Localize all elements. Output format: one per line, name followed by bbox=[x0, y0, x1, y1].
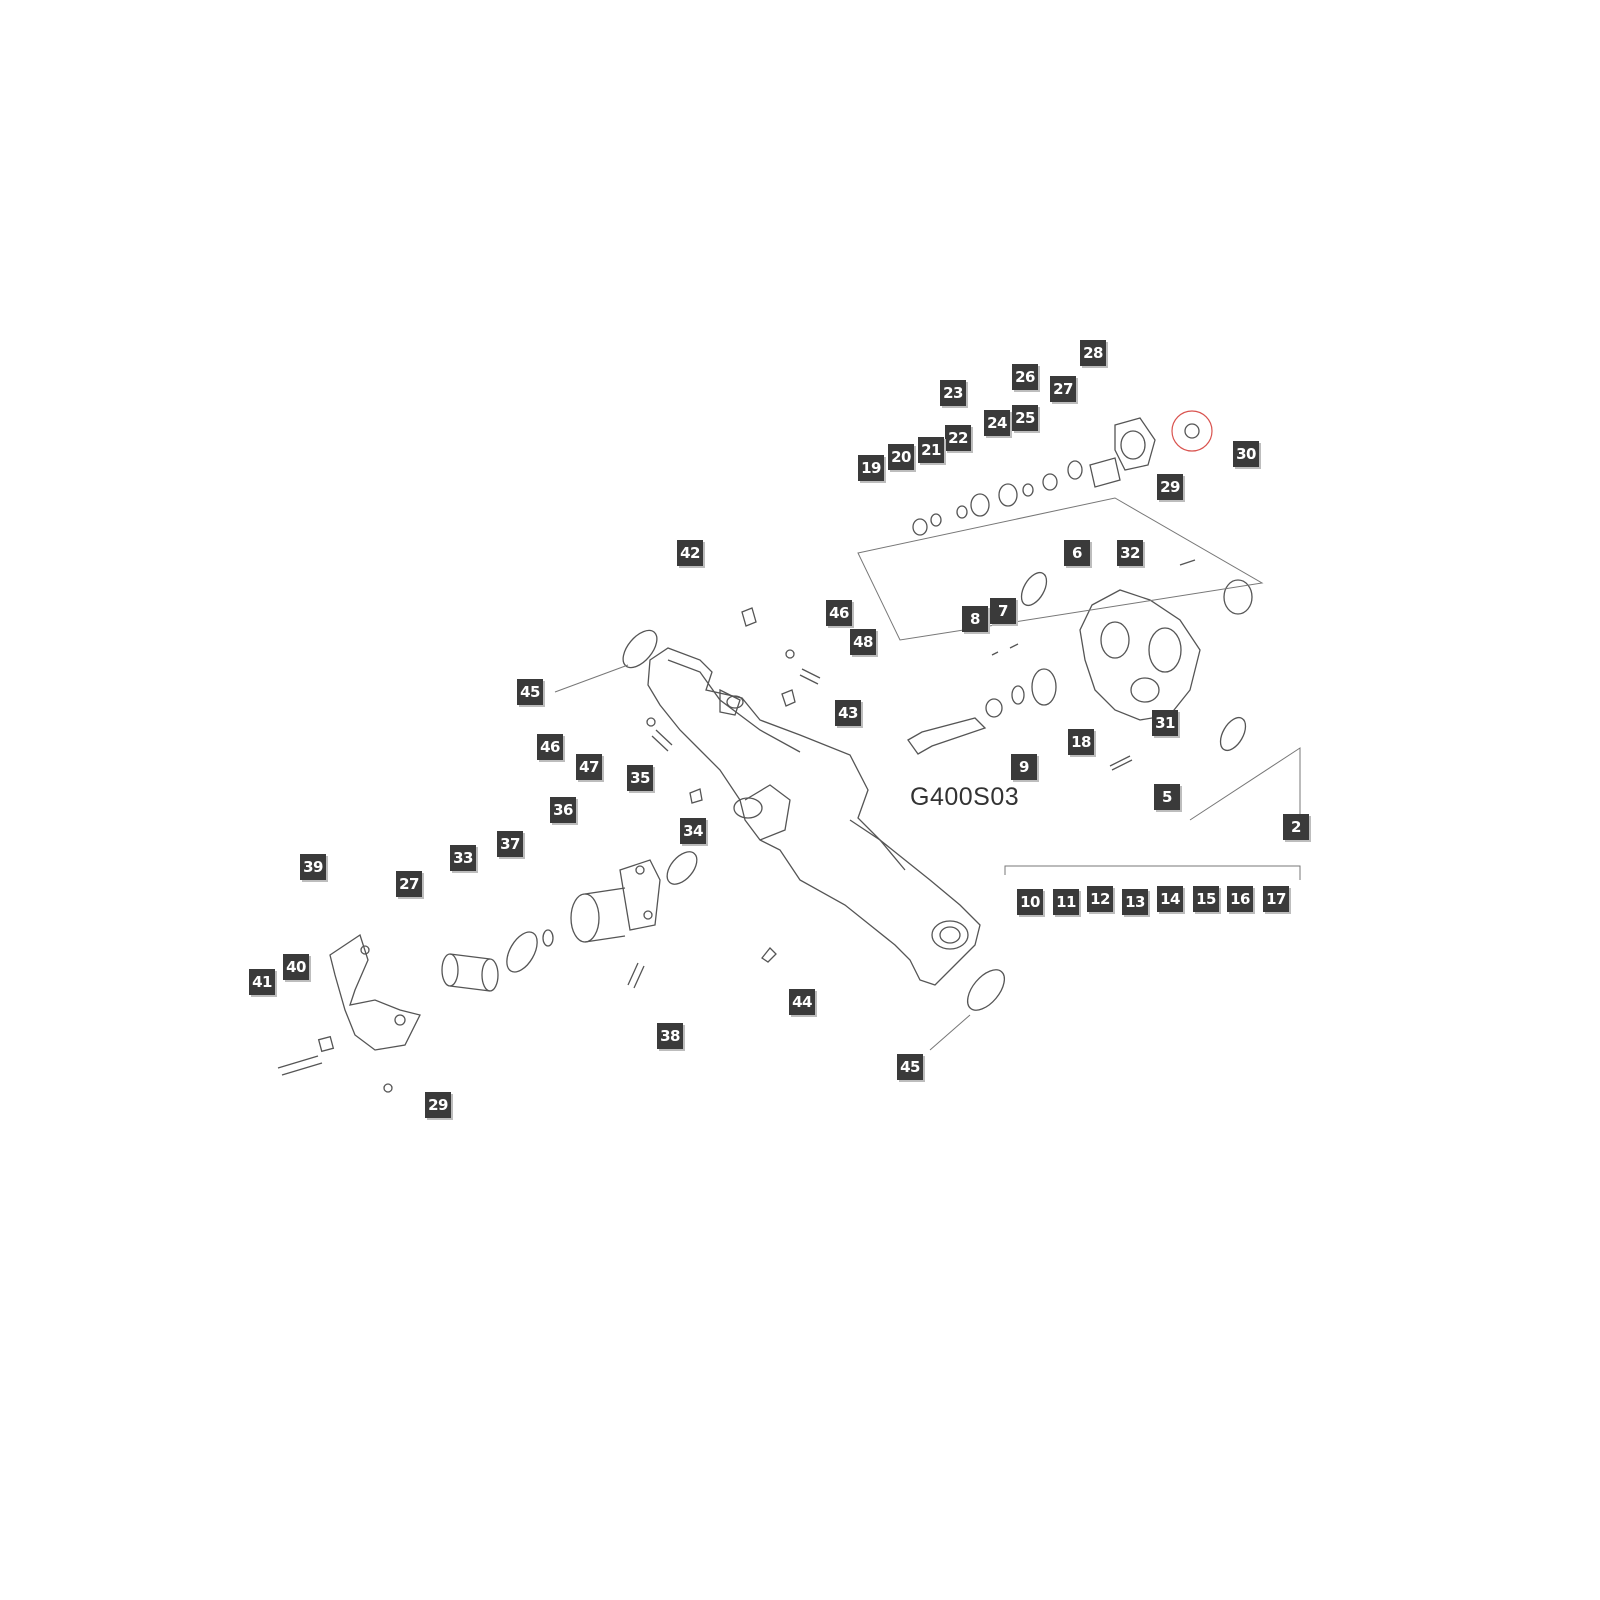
final-drive-housing-2 bbox=[1079, 589, 1201, 721]
callout-9[interactable]: 9 bbox=[1011, 754, 1037, 780]
callout-47[interactable]: 47 bbox=[576, 754, 602, 780]
callout-44[interactable]: 44 bbox=[789, 989, 815, 1015]
callout-23[interactable]: 23 bbox=[940, 380, 966, 406]
o-ring-35 bbox=[666, 851, 698, 885]
bushing-27-lower bbox=[441, 953, 499, 992]
highlight-ring-30 bbox=[1171, 410, 1213, 452]
washer-10 bbox=[985, 698, 1003, 718]
callout-42[interactable]: 42 bbox=[677, 540, 703, 566]
callout-48[interactable]: 48 bbox=[850, 629, 876, 655]
bracket-39 bbox=[329, 933, 421, 1051]
callout-40[interactable]: 40 bbox=[283, 954, 309, 980]
callout-17[interactable]: 17 bbox=[1263, 886, 1289, 912]
ring-row-upper bbox=[912, 417, 1200, 536]
callout-32[interactable]: 32 bbox=[1117, 540, 1143, 566]
nut-40 bbox=[317, 1035, 335, 1053]
plug-34 bbox=[689, 788, 703, 804]
callout-6[interactable]: 6 bbox=[1064, 540, 1090, 566]
callout-5[interactable]: 5 bbox=[1154, 784, 1180, 810]
callout-39[interactable]: 39 bbox=[300, 854, 326, 880]
leader-lines bbox=[554, 497, 1301, 1051]
nut-46-upper bbox=[785, 649, 795, 659]
callout-46-upper[interactable]: 46 bbox=[826, 600, 852, 626]
callout-14[interactable]: 14 bbox=[1157, 886, 1183, 912]
plug-44 bbox=[761, 947, 777, 963]
callout-37[interactable]: 37 bbox=[497, 831, 523, 857]
callout-27[interactable]: 27 bbox=[1050, 376, 1076, 402]
callout-36[interactable]: 36 bbox=[550, 797, 576, 823]
callout-7[interactable]: 7 bbox=[990, 598, 1016, 624]
callout-12[interactable]: 12 bbox=[1087, 886, 1113, 912]
drawing-code: G400S03 bbox=[910, 783, 1020, 811]
ring-37 bbox=[542, 929, 554, 947]
o-ring-33 bbox=[506, 931, 538, 973]
callout-15[interactable]: 15 bbox=[1193, 886, 1219, 912]
callout-45-upper[interactable]: 45 bbox=[517, 679, 543, 705]
pin-5 bbox=[1109, 755, 1133, 771]
callout-31[interactable]: 31 bbox=[1152, 710, 1178, 736]
callout-24[interactable]: 24 bbox=[984, 410, 1010, 436]
bolt-32 bbox=[1179, 559, 1196, 566]
shaft-g400 bbox=[907, 717, 987, 755]
callout-11[interactable]: 11 bbox=[1053, 889, 1079, 915]
seal-31 bbox=[1219, 716, 1247, 752]
ring-9 bbox=[1011, 685, 1025, 705]
bolt-38 bbox=[627, 962, 645, 989]
seal-6 bbox=[1020, 571, 1048, 607]
plug-43 bbox=[781, 689, 796, 707]
callout-45-lower[interactable]: 45 bbox=[897, 1054, 923, 1080]
callout-20[interactable]: 20 bbox=[888, 444, 914, 470]
pivot-pin-36 bbox=[570, 859, 661, 943]
fitting-29-lower bbox=[383, 1083, 393, 1093]
callout-35[interactable]: 35 bbox=[627, 765, 653, 791]
callout-38[interactable]: 38 bbox=[657, 1023, 683, 1049]
callout-41[interactable]: 41 bbox=[249, 969, 275, 995]
o-ring-45-lower bbox=[966, 969, 1006, 1011]
callout-16[interactable]: 16 bbox=[1227, 886, 1253, 912]
callout-10[interactable]: 10 bbox=[1017, 889, 1043, 915]
callout-29-upper[interactable]: 29 bbox=[1157, 474, 1183, 500]
callout-13[interactable]: 13 bbox=[1122, 889, 1148, 915]
callout-43[interactable]: 43 bbox=[835, 700, 861, 726]
callout-25[interactable]: 25 bbox=[1012, 405, 1038, 431]
axle-housing bbox=[647, 647, 981, 986]
bolt-47 bbox=[651, 729, 673, 752]
callout-21[interactable]: 21 bbox=[918, 437, 944, 463]
callout-33[interactable]: 33 bbox=[450, 845, 476, 871]
callout-22[interactable]: 22 bbox=[945, 425, 971, 451]
bolt-48 bbox=[799, 668, 821, 685]
callout-30[interactable]: 30 bbox=[1233, 441, 1259, 467]
nut-46-lower bbox=[646, 717, 656, 727]
callout-27-lower[interactable]: 27 bbox=[396, 871, 422, 897]
o-ring-right bbox=[1223, 579, 1253, 615]
callout-26[interactable]: 26 bbox=[1012, 364, 1038, 390]
callout-19[interactable]: 19 bbox=[858, 455, 884, 481]
bolt-41 bbox=[277, 1055, 323, 1076]
callout-18[interactable]: 18 bbox=[1068, 729, 1094, 755]
callout-8[interactable]: 8 bbox=[962, 606, 988, 632]
callout-29-lower[interactable]: 29 bbox=[425, 1092, 451, 1118]
bearing-18 bbox=[1031, 668, 1057, 706]
callout-2[interactable]: 2 bbox=[1283, 814, 1309, 840]
callout-28[interactable]: 28 bbox=[1080, 340, 1106, 366]
callout-34[interactable]: 34 bbox=[680, 818, 706, 844]
screw-8-7 bbox=[991, 643, 1019, 656]
fitting-42 bbox=[741, 607, 757, 627]
callout-46-lower[interactable]: 46 bbox=[537, 734, 563, 760]
